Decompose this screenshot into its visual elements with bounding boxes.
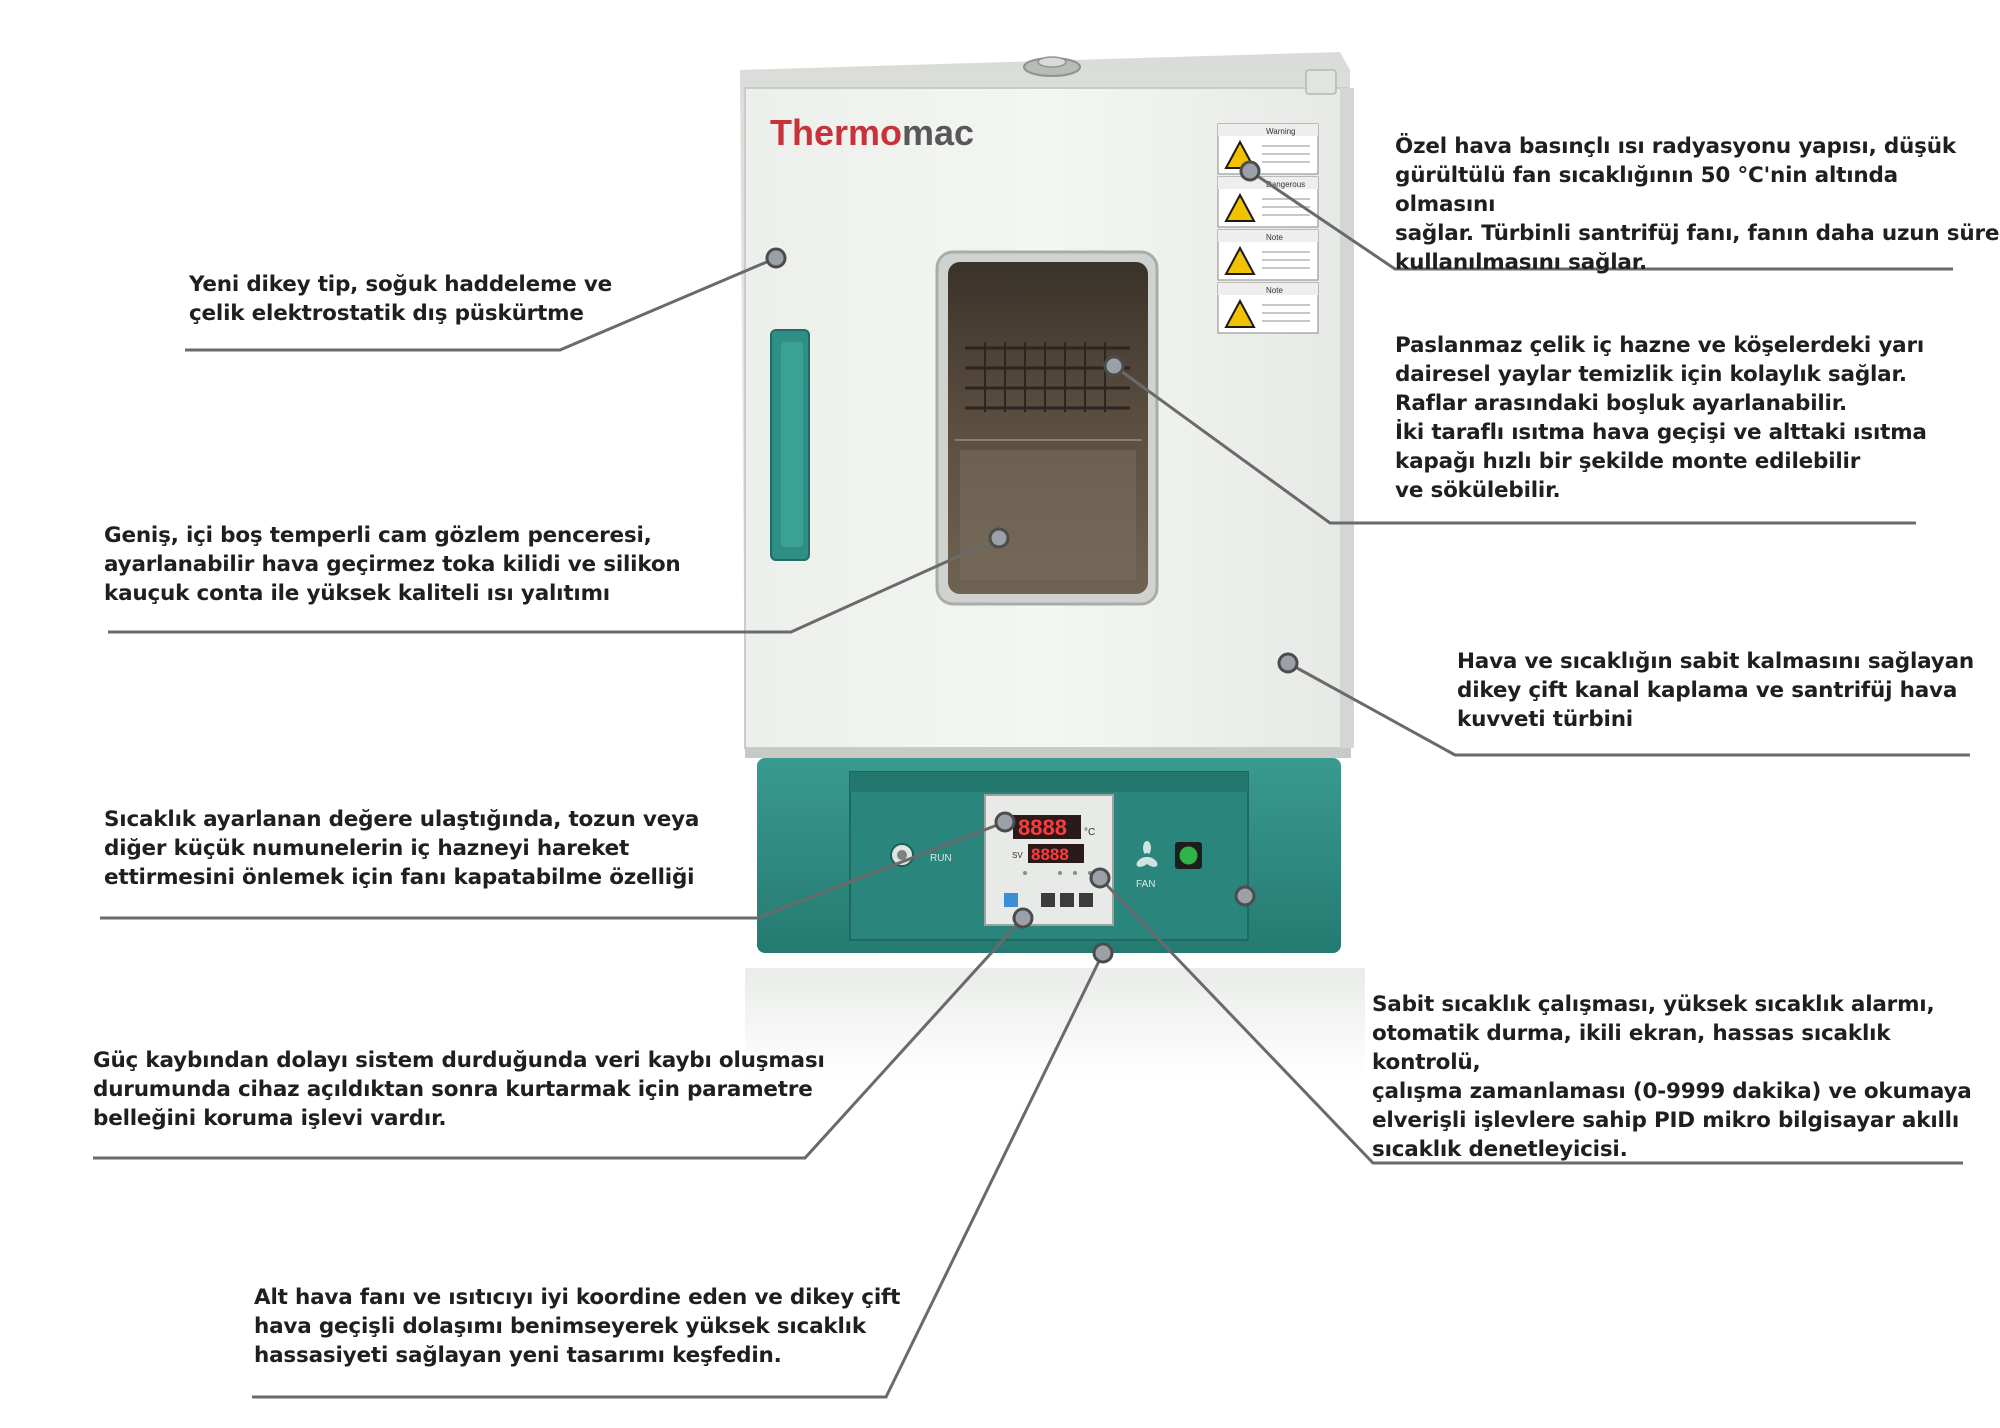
hazard-icon	[1224, 245, 1256, 275]
leader-chamber	[1113, 364, 1916, 525]
label-title: Note	[1266, 233, 1283, 242]
floor-reflection	[745, 968, 1365, 1078]
svg-text:8888: 8888	[1031, 845, 1069, 864]
annotation-controller: Sabit sıcaklık çalışması, yüksek sıcaklı…	[1372, 992, 1972, 1162]
label-warning: Warning	[1217, 123, 1319, 175]
door-handle[interactable]	[770, 329, 810, 561]
label-note1: Note	[1217, 229, 1319, 281]
door-hinge	[1305, 69, 1337, 95]
observation-window	[935, 250, 1159, 606]
shelf-bars	[984, 342, 1106, 412]
fan-icon	[1136, 841, 1158, 867]
annotation-exterior: Yeni dikey tip, soğuk haddeleme ve çelik…	[189, 272, 613, 326]
hazard-icon	[1224, 298, 1256, 328]
sv-display	[1028, 844, 1084, 863]
run-label: RUN	[930, 853, 952, 864]
annotation-pressure: Özel hava basınçlı ısı radyasyonu yapısı…	[1395, 134, 2000, 275]
svg-text:8888: 8888	[1018, 815, 1067, 840]
annotation-turbine: Hava ve sıcaklığın sabit kalmasını sağla…	[1457, 649, 1974, 732]
marker-chamber	[1103, 355, 1125, 377]
marker-fan-switch	[1234, 885, 1256, 907]
marker-memory	[1012, 907, 1034, 929]
marker-pressure	[1239, 160, 1261, 182]
callout-markers	[765, 160, 1299, 964]
power-switch[interactable]	[1175, 842, 1202, 869]
annotation-window: Geniş, içi boş temperli cam gözlem pence…	[104, 523, 681, 606]
label-dangerous: Dangerous	[1217, 176, 1319, 228]
marker-exterior	[765, 247, 787, 269]
leader-turbine	[1287, 661, 1970, 757]
annotation-chamber: Paslanmaz çelik iç hazne ve köşelerdeki …	[1395, 333, 1927, 503]
annotation-memory: Güç kaybından dolayı sistem durduğunda v…	[93, 1048, 825, 1131]
marker-window	[988, 527, 1010, 549]
pv-display	[1013, 815, 1081, 839]
marker-turbine	[1277, 652, 1299, 674]
svg-text:SV: SV	[1012, 851, 1023, 860]
hazard-icon	[1224, 192, 1256, 222]
leader-memory	[93, 916, 1025, 1160]
leader-pressure	[1249, 169, 1953, 271]
marker-circulation	[1092, 942, 1114, 964]
fan-label: FAN	[1136, 879, 1155, 890]
leader-circulation	[252, 952, 1105, 1399]
label-title: Dangerous	[1266, 180, 1305, 189]
label-note2: Note	[1217, 282, 1319, 334]
leader-fan-off	[100, 820, 1006, 920]
wire-shelf	[965, 346, 1130, 410]
annotation-fan-off: Sıcaklık ayarlanan değere ulaştığında, t…	[104, 807, 700, 890]
leader-controller	[1098, 876, 1963, 1165]
leader-exterior	[185, 256, 777, 352]
label-title: Warning	[1266, 127, 1296, 136]
leader-lines	[93, 169, 1970, 1399]
label-title: Note	[1266, 286, 1283, 295]
svg-text:°C: °C	[1084, 827, 1095, 838]
controller-buttons[interactable]	[1004, 893, 1093, 907]
annotation-circulation: Alt hava fanı ve ısıtıcıyı iyi koordine …	[254, 1285, 901, 1368]
marker-controller	[1089, 867, 1111, 889]
brand-logo: Thermomac	[770, 112, 974, 153]
marker-fan-off	[994, 811, 1016, 833]
leader-window	[108, 536, 1000, 634]
